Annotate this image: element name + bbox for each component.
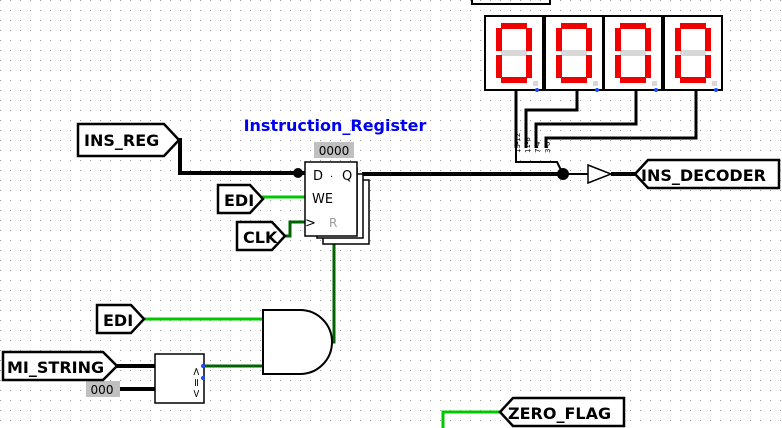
display-pin <box>535 88 539 92</box>
register-value: 0000 <box>319 144 350 158</box>
tunnel-clk[interactable]: CLK <box>235 220 287 252</box>
segment-f <box>615 28 621 51</box>
segment-d <box>561 77 587 83</box>
segment-dp <box>593 81 598 86</box>
register-pin-d: D <box>313 169 323 184</box>
display-pin <box>595 88 599 92</box>
tunnel-ins-reg[interactable]: INS_REG <box>76 122 181 158</box>
segment-c <box>645 55 651 78</box>
segment-a <box>561 23 587 29</box>
display2-wire <box>524 90 579 148</box>
constant-box[interactable] <box>86 381 120 397</box>
tunnel-ins-decoder[interactable]: INS_DECODER <box>633 158 781 190</box>
segment-e <box>496 55 502 78</box>
segment-d <box>620 77 646 83</box>
constant-value: 000 <box>91 383 114 397</box>
tunnel-mi-string[interactable]: MI_STRING <box>1 350 119 382</box>
display-pin <box>654 88 658 92</box>
hex-displays <box>484 15 723 92</box>
tunnel-edi-bottom[interactable]: EDI <box>95 303 146 335</box>
hex-display-3[interactable] <box>603 15 663 92</box>
register-value-box <box>314 142 354 158</box>
display4-wire <box>544 90 698 148</box>
segment-b <box>705 28 711 51</box>
segment-dp <box>533 81 538 86</box>
segment-dp <box>712 81 717 86</box>
segment-d <box>680 77 706 83</box>
segment-a <box>620 23 646 29</box>
segment-e <box>675 55 681 78</box>
buffer-gate[interactable] <box>587 163 614 185</box>
tunnel-edi-top[interactable]: EDI <box>216 183 265 215</box>
comparator-pin <box>201 364 205 368</box>
register-pin-clk: > <box>305 216 316 231</box>
comparator[interactable]: < = > <box>154 353 205 404</box>
segment-g <box>561 50 587 56</box>
clk-wire <box>284 220 305 238</box>
bus-label-1: 15-12 <box>514 133 522 153</box>
tunnel-edi-top-label: EDI <box>224 191 254 210</box>
segment-c <box>586 55 592 78</box>
segment-g <box>501 50 527 56</box>
hex-display-2[interactable] <box>544 15 604 92</box>
tunnel-edi-bottom-label: EDI <box>103 311 133 330</box>
segment-f <box>675 28 681 51</box>
bus-label-4: 3-0 <box>544 142 552 153</box>
register-pin-we: WE <box>312 192 333 207</box>
register-pin-dot: · <box>330 172 333 183</box>
segment-a <box>501 23 527 29</box>
segment-d <box>501 77 527 83</box>
and-gate[interactable] <box>262 309 333 375</box>
segment-a <box>680 23 706 29</box>
segment-g <box>620 50 646 56</box>
wire-junction <box>293 168 303 178</box>
segment-b <box>645 28 651 51</box>
segment-g <box>680 50 706 56</box>
segment-b <box>586 28 592 51</box>
display3-wire <box>534 90 638 148</box>
segment-c <box>526 55 532 78</box>
instruction-register[interactable]: D · Q WE > R <box>304 161 370 245</box>
hex-display-4[interactable] <box>663 15 723 92</box>
zero-flag-wire <box>441 410 500 428</box>
segment-c <box>705 55 711 78</box>
display-pin <box>714 88 718 92</box>
register-pin-q: Q <box>342 169 352 184</box>
segment-b <box>526 28 532 51</box>
segment-f <box>496 28 502 51</box>
comparator-eq: = <box>190 378 203 387</box>
tunnel-mi-string-label: MI_STRING <box>7 358 104 377</box>
tunnel-ins-decoder-label: INS_DECODER <box>641 166 766 185</box>
splitter-fan <box>515 148 564 175</box>
tunnel-ins-reg-label: INS_REG <box>84 131 159 150</box>
segment-e <box>556 55 562 78</box>
comparator-pin <box>201 376 205 380</box>
comparator-gt: > <box>190 389 203 398</box>
segment-dp <box>652 81 657 86</box>
register-body <box>304 161 358 237</box>
hex-display-1[interactable] <box>484 15 544 92</box>
segment-e <box>615 55 621 78</box>
splitter[interactable]: 15-12 11-8 7-4 3-0 <box>514 133 552 153</box>
offscreen-component <box>471 0 551 5</box>
comparator-lt: < <box>190 367 203 376</box>
tunnel-clk-label: CLK <box>243 228 278 247</box>
segment-f <box>556 28 562 51</box>
bus-label-2: 11-8 <box>524 137 532 153</box>
register-title: Instruction_Register <box>244 116 427 135</box>
comparator-body <box>154 353 205 404</box>
register-pin-r: R <box>329 216 337 230</box>
bus-label-3: 7-4 <box>534 141 542 153</box>
tunnel-zero-flag-label: ZERO_FLAG <box>508 404 611 423</box>
tunnel-zero-flag[interactable]: ZERO_FLAG <box>498 396 626 428</box>
